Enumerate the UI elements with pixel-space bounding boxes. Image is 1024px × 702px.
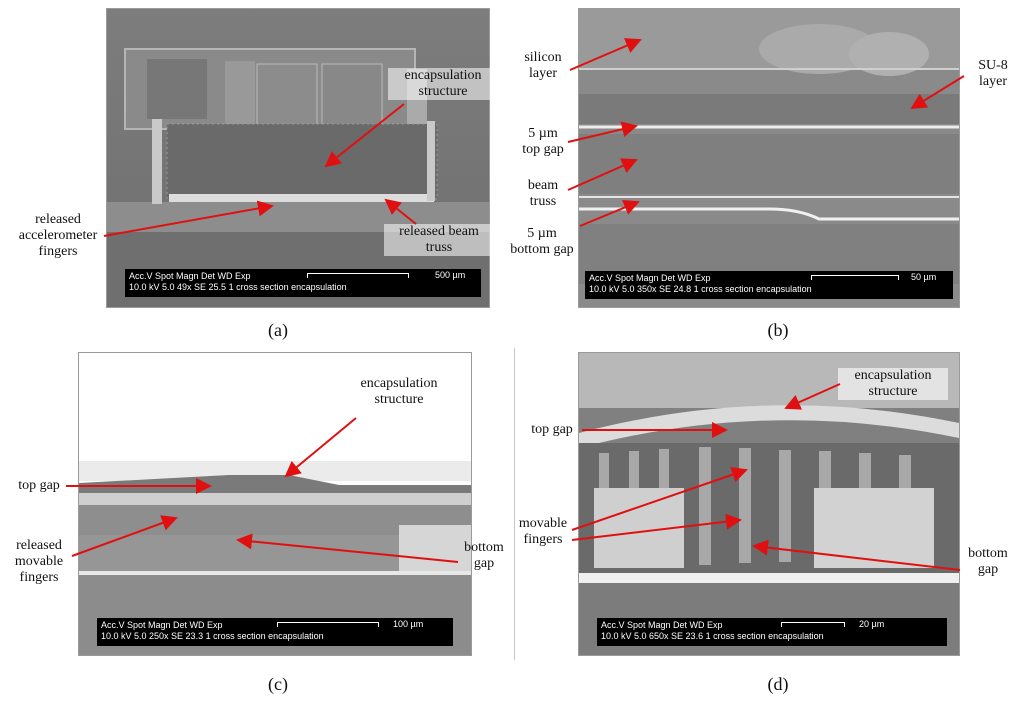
caption-b: (b) xyxy=(767,320,789,340)
label-line: top gap xyxy=(531,422,573,437)
sem-metadata-line2: 10.0 kV 5.0 650x SE 23.6 1 cross section… xyxy=(601,631,824,641)
sem-metadata-bar-a: Acc.V Spot Magn Det WD Exp 10.0 kV 5.0 4… xyxy=(125,269,481,297)
scale-bar xyxy=(811,275,899,280)
label-top-gap-c: top gap xyxy=(4,478,74,494)
label-line: gap xyxy=(977,562,999,577)
sem-metadata-bar-d: Acc.V Spot Magn Det WD Exp 10.0 kV 5.0 6… xyxy=(597,618,947,646)
label-line: encapsulation xyxy=(360,376,438,391)
label-line: fingers xyxy=(19,570,59,585)
label-line: truss xyxy=(529,194,557,209)
label-line: fingers xyxy=(38,244,78,259)
label-line: structure xyxy=(418,84,468,99)
label-line: bottom xyxy=(968,546,1008,561)
sem-image-b-drawing xyxy=(579,9,959,307)
label-top-gap-d: top gap xyxy=(522,422,582,438)
sem-metadata-bar-c: Acc.V Spot Magn Det WD Exp 10.0 kV 5.0 2… xyxy=(97,618,453,646)
label-line: fingers xyxy=(523,532,563,547)
label-line: truss xyxy=(425,240,453,255)
label-line: 5 µm xyxy=(528,126,558,141)
sem-metadata-line1: Acc.V Spot Magn Det WD Exp xyxy=(601,620,723,630)
sem-metadata-line2: 10.0 kV 5.0 350x SE 24.8 1 cross section… xyxy=(589,284,812,294)
sem-metadata-line2: 10.0 kV 5.0 250x SE 23.3 1 cross section… xyxy=(101,631,324,641)
label-line: released beam xyxy=(399,224,479,239)
label-line: silicon xyxy=(524,50,562,65)
label-line: movable xyxy=(518,516,568,531)
scale-bar-label: 20 µm xyxy=(859,619,885,629)
label-line: released xyxy=(16,538,62,553)
label-line: 5 µm xyxy=(527,226,557,241)
label-line: structure xyxy=(374,392,424,407)
label-line: top gap xyxy=(18,478,60,493)
label-line: gap xyxy=(473,556,495,571)
scale-bar xyxy=(277,622,379,627)
label-line: encapsulation xyxy=(404,68,482,83)
sem-metadata-line2: 10.0 kV 5.0 49x SE 25.5 1 cross section … xyxy=(129,282,347,292)
sem-metadata-line1: Acc.V Spot Magn Det WD Exp xyxy=(129,271,251,281)
scale-bar xyxy=(781,622,845,627)
scale-bar xyxy=(307,273,409,278)
label-line: layer xyxy=(529,66,557,81)
label-line: structure xyxy=(868,384,918,399)
label-line: encapsulation xyxy=(854,368,932,383)
sem-image-a: Acc.V Spot Magn Det WD Exp 10.0 kV 5.0 4… xyxy=(106,8,490,308)
label-line: layer xyxy=(979,74,1007,89)
label-line: released xyxy=(35,212,81,227)
scale-bar-label: 100 µm xyxy=(393,619,424,629)
sem-image-b: Acc.V Spot Magn Det WD Exp 10.0 kV 5.0 3… xyxy=(578,8,960,308)
label-line: beam xyxy=(527,178,559,193)
label-line: bottom gap xyxy=(510,242,574,257)
scale-bar-label: 500 µm xyxy=(435,270,466,280)
sem-metadata-line1: Acc.V Spot Magn Det WD Exp xyxy=(589,273,711,283)
caption-d: (d) xyxy=(767,674,789,694)
sem-metadata-line1: Acc.V Spot Magn Det WD Exp xyxy=(101,620,223,630)
label-line: top gap xyxy=(522,142,564,157)
scale-bar-label: 50 µm xyxy=(911,272,937,282)
label-line: accelerometer xyxy=(18,228,98,243)
caption-a: (a) xyxy=(268,320,288,340)
sem-image-a-drawing xyxy=(107,9,489,307)
label-line: bottom xyxy=(464,540,504,555)
panel-divider xyxy=(514,348,515,660)
caption-c: (c) xyxy=(268,674,288,694)
sem-metadata-bar-b: Acc.V Spot Magn Det WD Exp 10.0 kV 5.0 3… xyxy=(585,271,953,299)
label-line: SU-8 xyxy=(978,58,1008,73)
label-line: movable xyxy=(14,554,64,569)
